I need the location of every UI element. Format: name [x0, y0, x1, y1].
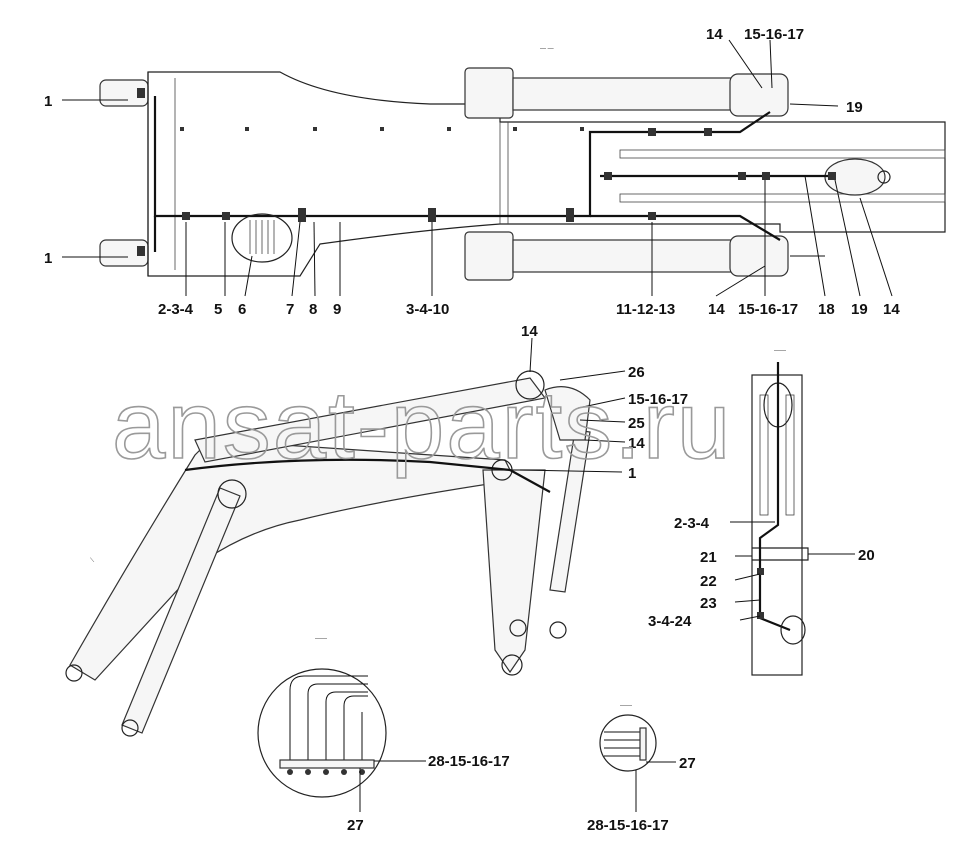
- label-row-19: 19: [851, 301, 868, 318]
- vertical-marker: ——: [774, 348, 786, 354]
- label-vert-20: 20: [858, 547, 875, 564]
- vertical-hose-route: [758, 362, 791, 632]
- main-hose-route: [153, 96, 771, 218]
- upper-cylinder-end: [729, 73, 789, 117]
- stick-lower-rail: [619, 193, 946, 203]
- boom-frame: [147, 71, 946, 277]
- label-row-7: 7: [286, 301, 294, 318]
- hose-clamps: [137, 88, 836, 256]
- side-view-leaders: [519, 337, 626, 473]
- detail-left: ——: [257, 636, 426, 812]
- detail-right-circle: [599, 714, 657, 772]
- label-vert-22: 22: [700, 573, 717, 590]
- top-view: — —: [62, 39, 946, 297]
- label-vert-23: 23: [700, 595, 717, 612]
- label-row-14-b: 14: [883, 301, 900, 318]
- label-row-15-16-17: 15-16-17: [738, 301, 798, 318]
- label-top-right-19: 19: [846, 99, 863, 116]
- label-row-6: 6: [238, 301, 246, 318]
- side-marker: ⟍: [90, 557, 95, 564]
- side-hose-route: [184, 458, 551, 493]
- boom-cylinder-side: [121, 487, 241, 734]
- label-row-3-4-10: 3-4-10: [406, 301, 449, 318]
- vertical-view: ——: [730, 348, 855, 676]
- lower-hose-route: [590, 214, 781, 241]
- label-side-15-16-17: 15-16-17: [628, 391, 688, 408]
- label-row-2-3-4: 2-3-4: [158, 301, 194, 318]
- stick-upper-rail: [619, 149, 946, 159]
- label-vert-2-3-4: 2-3-4: [674, 515, 710, 532]
- label-side-26: 26: [628, 364, 645, 381]
- label-side-14-top: 14: [521, 323, 538, 340]
- label-row-5: 5: [214, 301, 222, 318]
- frame-bolts: [180, 127, 584, 131]
- label-vert-3-4-24: 3-4-24: [648, 613, 692, 630]
- label-side-1: 1: [628, 465, 636, 482]
- upper-cylinder-body: [512, 77, 734, 111]
- label-row-9: 9: [333, 301, 341, 318]
- label-detail-left-28-15-16-17: 28-15-16-17: [428, 753, 510, 770]
- detail-right: ——: [599, 703, 676, 812]
- watermark: ansat-parts.ru: [112, 372, 732, 479]
- section-marker: — —: [540, 46, 554, 52]
- detail-left-circle: [257, 668, 387, 798]
- detail-left-marker: ——: [315, 636, 327, 642]
- lower-cylinder-head: [464, 231, 514, 281]
- label-detail-left-27: 27: [347, 817, 364, 834]
- side-view: ⟍: [65, 337, 626, 737]
- top-view-leaders: [62, 39, 893, 297]
- junction-block-6: [231, 213, 293, 263]
- label-row-11-12-13: 11-12-13: [616, 301, 675, 318]
- label-vert-21: 21: [700, 549, 717, 566]
- lower-cylinder-body: [512, 239, 734, 273]
- label-row-18: 18: [818, 301, 835, 318]
- detail-right-marker: ——: [620, 703, 632, 709]
- bucket-cylinder-side: [549, 429, 591, 593]
- label-detail-right-28-15-16-17: 28-15-16-17: [587, 817, 669, 834]
- boom-side: [69, 439, 516, 681]
- vertical-leaders: [730, 521, 855, 621]
- label-bottom-left-1: 1: [44, 250, 52, 267]
- label-row-14-a: 14: [708, 301, 725, 318]
- stick-side: [482, 469, 546, 674]
- label-top-right-14: 14: [706, 26, 723, 43]
- detail-left-block: [279, 759, 375, 769]
- label-detail-right-27: 27: [679, 755, 696, 772]
- label-top-left-1: 1: [44, 93, 52, 110]
- label-side-25: 25: [628, 415, 645, 432]
- lower-cylinder-end: [729, 235, 789, 277]
- arm-cylinder-side: [194, 377, 547, 463]
- upper-cylinder-head: [464, 67, 514, 119]
- lever-side: [544, 386, 591, 441]
- label-side-14: 14: [628, 435, 645, 452]
- label-row-8: 8: [309, 301, 317, 318]
- label-top-right-15-16-17: 15-16-17: [744, 26, 804, 43]
